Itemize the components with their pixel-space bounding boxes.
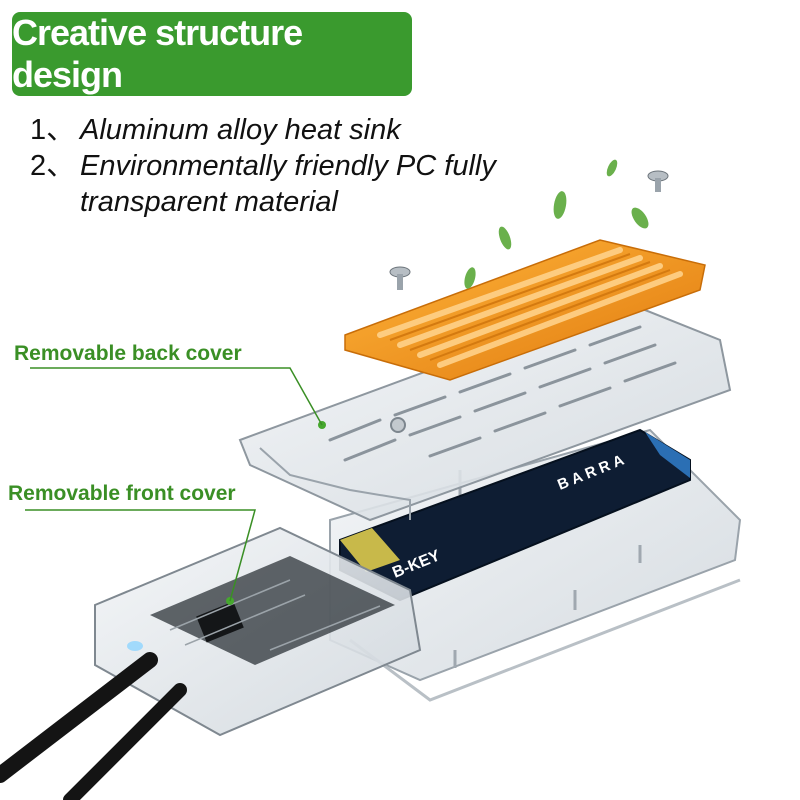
callout-front-cover: Removable front cover xyxy=(8,482,236,505)
banner-title: Creative structure design xyxy=(12,12,303,95)
screw-left xyxy=(389,266,411,290)
feature-item-1: 1、 Aluminum alloy heat sink xyxy=(30,112,500,148)
title-banner: Creative structure design xyxy=(12,12,412,96)
feature-number: 1、 xyxy=(30,114,76,146)
feature-list: 1、 Aluminum alloy heat sink 2、 Environme… xyxy=(30,112,500,220)
screw-right xyxy=(647,170,669,192)
callout-back-cover: Removable back cover xyxy=(14,342,242,365)
feature-number: 2、 xyxy=(30,150,76,182)
back-cover xyxy=(238,298,732,522)
heat-sink xyxy=(344,239,706,381)
feature-text: Environmentally friendly PC fully transp… xyxy=(80,150,496,218)
leaf-decoration xyxy=(464,159,649,289)
feature-item-2: 2、 Environmentally friendly PC fully tra… xyxy=(30,148,500,220)
feature-text: Aluminum alloy heat sink xyxy=(80,114,401,146)
front-cover xyxy=(0,526,422,800)
